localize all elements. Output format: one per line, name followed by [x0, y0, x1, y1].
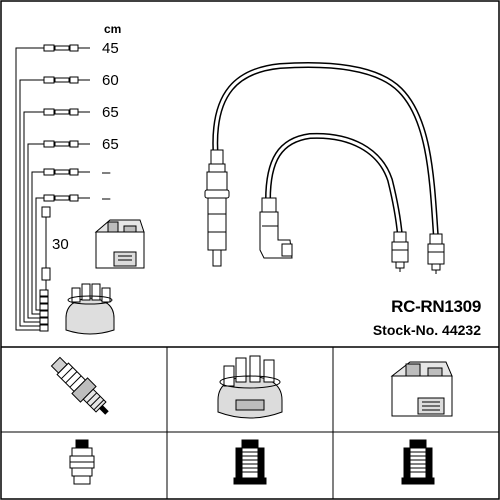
lead-length-1: 45	[102, 40, 119, 57]
coil-lead-length: 30	[52, 236, 69, 253]
model-number: RC-RN1309	[391, 297, 481, 316]
lead-length-6: –	[102, 190, 111, 207]
unit-label: cm	[104, 22, 122, 36]
lead-connector-1	[43, 44, 90, 52]
lead-connector-4	[43, 140, 90, 148]
lead-connector-3	[43, 108, 90, 116]
distributor-side-connectors	[39, 289, 49, 332]
lead-boots	[204, 149, 445, 274]
coil-lead-top-terminal	[41, 206, 51, 218]
distributor-cap-small	[65, 283, 115, 335]
lead-length-4: 65	[102, 136, 119, 153]
plug-boot-right-2	[427, 233, 445, 274]
lead-connector-2	[43, 76, 90, 84]
lead-length-3: 65	[102, 104, 119, 121]
ignition-coil-icon	[390, 361, 453, 417]
lead-connector-6	[43, 194, 90, 202]
coil-lead-bottom-terminal	[41, 267, 51, 281]
spark-plug-terminal-icon	[69, 439, 95, 485]
ignition-coil-small	[94, 219, 145, 269]
distributor-terminal-icon	[233, 439, 267, 485]
lead-connector-5	[43, 168, 90, 176]
lead-length-5: –	[102, 164, 111, 181]
lead-length-2: 60	[102, 72, 119, 89]
angled-boot	[259, 197, 293, 259]
plug-boot-right-1	[391, 231, 409, 272]
ignition-leads-main	[212, 62, 439, 241]
long-straight-boot	[204, 149, 230, 267]
stock-number: Stock-No. 44232	[372, 322, 481, 338]
coil-terminal-icon	[401, 439, 435, 485]
lead-schematic	[15, 47, 47, 331]
distributor-cap-icon	[217, 355, 283, 419]
lead-connectors	[39, 44, 90, 332]
spark-plug-icon	[50, 356, 109, 415]
